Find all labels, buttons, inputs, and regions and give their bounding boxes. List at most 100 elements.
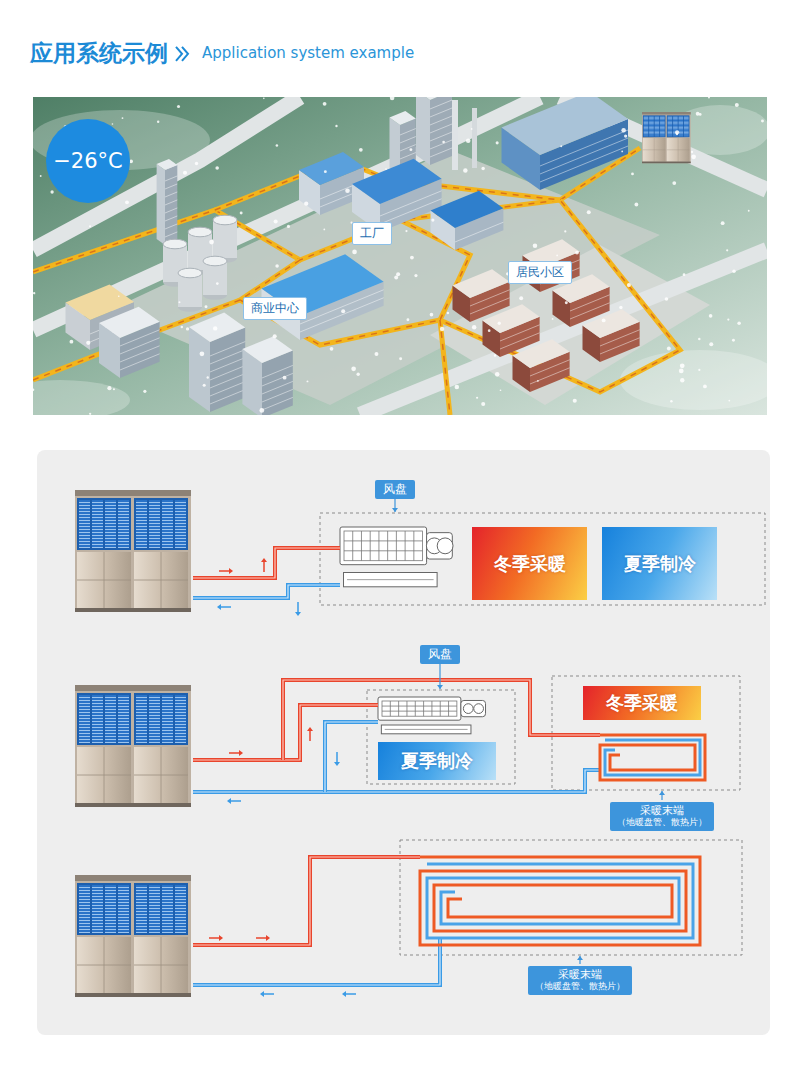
heat-pump-unit: [643, 149, 666, 150]
tag-pointer: [437, 685, 443, 689]
building: [300, 298, 384, 332]
heat-pump-unit: [77, 775, 131, 776]
building: [165, 224, 177, 229]
fan-coil-tag: 风盘: [420, 645, 460, 664]
flow-arrow: [334, 752, 340, 766]
snowflake: [195, 162, 198, 165]
snowflake: [112, 123, 114, 125]
fan-coil-unit: [340, 527, 453, 587]
snowflake: [431, 218, 434, 221]
heat-pump-unit: [118, 885, 129, 933]
storage-tank: [213, 220, 237, 258]
snowflake: [143, 390, 146, 393]
heat-pump-unit: [642, 112, 691, 163]
water-pipe: [193, 938, 440, 985]
heat-pump-unit: [77, 937, 131, 993]
chevron-symbol: [176, 47, 182, 61]
snowflake: [394, 275, 398, 279]
snowflake: [203, 384, 206, 387]
heat-pump-unit: [643, 115, 666, 137]
snowflake: [447, 312, 449, 314]
storage-tank: [178, 268, 202, 278]
snowflake: [533, 244, 538, 249]
water-pipe: [193, 585, 340, 598]
snowflake: [556, 255, 558, 257]
heat-pump-unit: [642, 112, 691, 115]
snowflake: [761, 119, 764, 122]
snowflake: [732, 339, 735, 342]
flow-arrow: [261, 558, 267, 562]
floor-heating-coil: [420, 857, 700, 945]
fan-coil-unit: [474, 704, 484, 714]
building: [165, 184, 177, 189]
snowflake: [390, 97, 395, 100]
flow-arrow: [260, 991, 264, 997]
node-text: 冬季采暖: [494, 552, 566, 576]
node-text: 夏季制冷: [401, 749, 473, 773]
road: [33, 97, 300, 250]
fan-coil-unit: [448, 701, 449, 716]
fan-coil-unit: [344, 531, 423, 561]
snowflake: [471, 128, 473, 130]
building: [390, 111, 416, 125]
snowflake: [406, 318, 409, 321]
heat-pump-unit: [136, 500, 147, 548]
building: [157, 159, 178, 170]
node-text: 工厂: [360, 225, 384, 242]
snowflake: [442, 141, 445, 144]
heat-pump-unit: [644, 116, 649, 136]
water-pipe: [325, 722, 378, 792]
snowflake: [341, 309, 345, 313]
node-text: 商业中心: [251, 300, 299, 317]
snowflake: [481, 167, 484, 170]
fan-coil-unit: [347, 579, 434, 580]
building: [600, 330, 640, 346]
building: [430, 124, 452, 133]
snowflake: [107, 386, 111, 390]
building: [210, 366, 245, 380]
building: [570, 303, 610, 319]
snowflake: [89, 225, 91, 227]
snowflake: [323, 102, 327, 106]
snowflake: [732, 269, 735, 272]
heat-pump-unit: [77, 883, 131, 935]
snowflake: [634, 203, 638, 207]
heat-pump-unit: [75, 685, 191, 691]
snowflake: [624, 134, 627, 137]
heat-pump-unit: [75, 608, 191, 612]
storage-tank: [213, 215, 237, 263]
building: [530, 368, 570, 384]
snowflake: [573, 399, 577, 403]
building: [430, 132, 452, 141]
building: [299, 152, 364, 185]
tag-pointer: [659, 791, 665, 795]
snowflake: [726, 249, 728, 251]
heat-network-pipe: [440, 320, 450, 415]
heat-pump-unit: [105, 885, 116, 933]
building: [262, 397, 293, 410]
fan-coil-unit: [344, 550, 423, 551]
heat-pump-unit: [667, 138, 690, 162]
heat-pump-unit: [79, 500, 90, 548]
flow-arrow: [334, 762, 340, 766]
flow-arrow: [295, 612, 301, 616]
building: [352, 159, 442, 204]
flow-arrow: [307, 727, 313, 741]
fan-coil-unit: [461, 700, 486, 716]
heat-pump-unit: [162, 500, 173, 548]
snowflake: [216, 282, 219, 285]
building: [430, 116, 452, 125]
water-pipe: [193, 857, 420, 945]
snowflake: [500, 389, 502, 391]
building: [165, 200, 177, 205]
water-pipe: [193, 548, 340, 578]
heat-pump-unit: [134, 775, 188, 776]
heat-pump-unit: [136, 695, 147, 743]
building: [165, 232, 177, 237]
water-pipe: [193, 585, 340, 598]
water-pipe: [193, 548, 340, 578]
snowflake: [263, 98, 265, 100]
snowflake: [691, 151, 693, 153]
building: [583, 309, 640, 362]
temperature-badge: −26°C: [46, 119, 130, 203]
